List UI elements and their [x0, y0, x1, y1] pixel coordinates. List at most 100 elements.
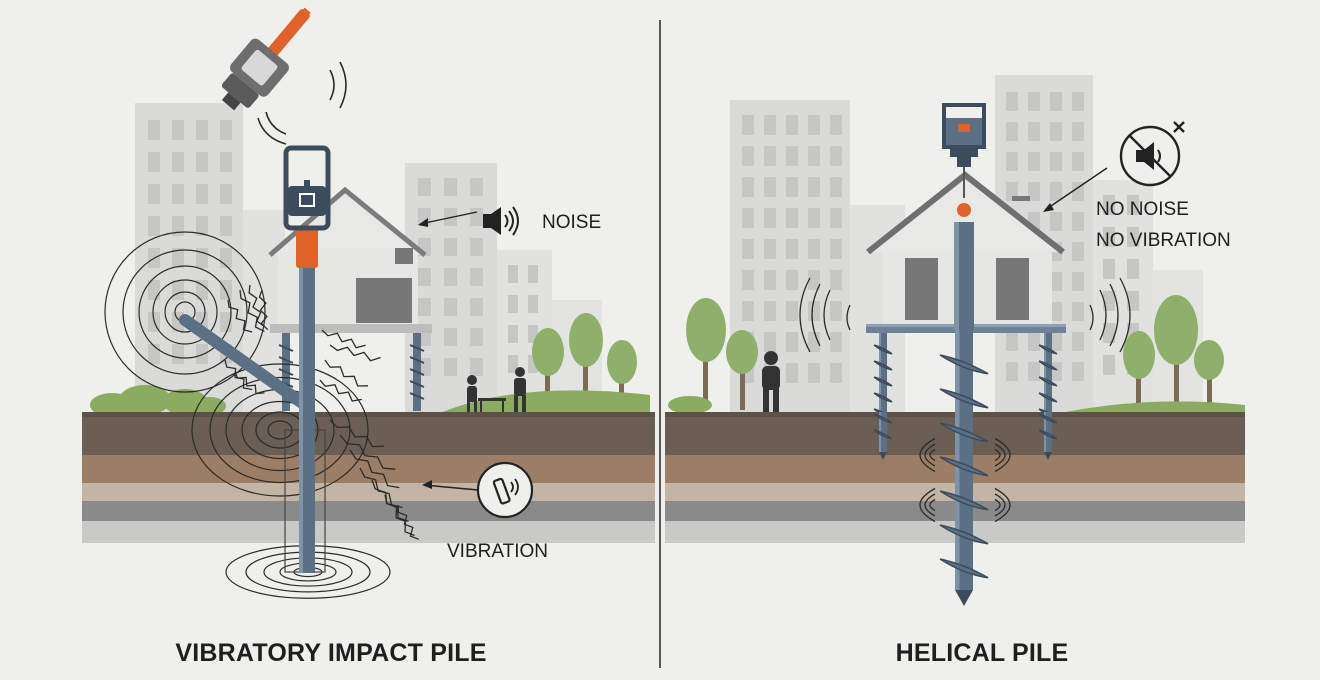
building-window — [1127, 195, 1139, 215]
person-icon — [467, 375, 477, 412]
helix-flight — [939, 388, 989, 409]
building-window — [1103, 227, 1115, 247]
impact-squiggle — [397, 504, 420, 540]
building-window — [808, 301, 820, 321]
building-window — [1072, 332, 1084, 351]
building-window — [172, 280, 184, 300]
vibration-ring — [152, 279, 218, 345]
building-window — [830, 208, 842, 228]
diagonal-pile — [179, 314, 311, 411]
muted-sound-icon — [1119, 121, 1185, 187]
building-window — [220, 120, 232, 140]
building-window — [1103, 291, 1115, 311]
hammer-noise-arcs — [257, 61, 347, 145]
building-window — [172, 120, 184, 140]
tree-icon — [726, 330, 758, 410]
right-trees — [668, 295, 1245, 414]
building-window — [764, 177, 776, 197]
building-window — [1072, 302, 1084, 321]
vibration-label: VIBRATION — [447, 541, 548, 562]
helix-flight — [939, 490, 989, 511]
building-window — [528, 295, 538, 313]
left-panel: NOISE VIBRATION VIBRATORY IMPACT PILE — [82, 7, 655, 667]
building-window — [444, 358, 457, 376]
building-window — [786, 332, 798, 352]
helical-pile-underground — [873, 412, 1058, 460]
building-window — [1028, 122, 1040, 141]
building-window — [830, 146, 842, 166]
building-window — [1050, 212, 1062, 231]
ground-arc — [994, 443, 1006, 467]
building-window — [786, 239, 798, 259]
impact-squiggle — [234, 371, 265, 395]
pile-tip — [1044, 452, 1052, 460]
left-trees — [532, 313, 637, 410]
vibration-ring — [209, 376, 351, 484]
building-window — [830, 332, 842, 352]
building-window — [808, 270, 820, 290]
building-window — [786, 115, 798, 135]
building-window — [172, 344, 184, 364]
building-window — [1072, 272, 1084, 291]
building-window — [742, 239, 754, 259]
helix-flight — [873, 360, 893, 371]
building-window — [220, 216, 232, 236]
helix-flight — [1038, 392, 1058, 403]
building-window — [764, 301, 776, 321]
building-window — [220, 184, 232, 204]
building-window — [830, 301, 842, 321]
building-window — [444, 328, 457, 346]
building-window — [764, 208, 776, 228]
impact-squiggle — [248, 284, 266, 328]
vibration-ring — [104, 231, 266, 393]
building-window — [508, 265, 518, 283]
building-window — [470, 328, 483, 346]
building-window — [148, 184, 160, 204]
building-window — [172, 216, 184, 236]
building-window — [1006, 332, 1018, 351]
building-window — [786, 270, 798, 290]
ground-arc — [994, 487, 1011, 523]
building-window — [148, 120, 160, 140]
building-window — [1028, 152, 1040, 171]
building-window — [1072, 242, 1084, 261]
house-piles-left — [278, 333, 425, 411]
building-window — [196, 120, 208, 140]
building-window — [1050, 272, 1062, 291]
building-window — [1103, 195, 1115, 215]
building-window — [1050, 182, 1062, 201]
building-window — [830, 270, 842, 290]
building-window — [1050, 332, 1062, 351]
impact-squiggle — [227, 299, 253, 333]
building-window — [786, 301, 798, 321]
ground-arc — [924, 443, 936, 467]
pile-highlight — [955, 330, 960, 590]
building-window — [172, 248, 184, 268]
impact-squiggle — [329, 419, 385, 448]
building-window — [418, 298, 431, 316]
building-window — [1028, 362, 1040, 381]
helix-flight — [1038, 376, 1058, 387]
impact-squiggle — [321, 329, 366, 349]
helix-flight — [873, 429, 893, 440]
building-window — [808, 146, 820, 166]
building-window — [742, 270, 754, 290]
right-panel: NO NOISE NO VIBRATION HELICAL PILE — [665, 75, 1245, 667]
building-window — [196, 280, 208, 300]
building-window — [786, 208, 798, 228]
building-window — [470, 238, 483, 256]
no-vibration-label: NO VIBRATION — [1096, 230, 1231, 251]
building-window — [764, 146, 776, 166]
building-window — [1072, 152, 1084, 171]
building-window — [148, 152, 160, 172]
building-window — [742, 301, 754, 321]
ground-arc — [924, 493, 936, 517]
building-window — [1050, 92, 1062, 111]
vibration-ring — [138, 265, 232, 359]
building-window — [148, 344, 160, 364]
pile-tip — [879, 452, 887, 460]
helix-flight — [939, 422, 989, 443]
ground-arc — [919, 487, 936, 523]
building-window — [1028, 332, 1040, 351]
building-window — [1103, 323, 1115, 343]
